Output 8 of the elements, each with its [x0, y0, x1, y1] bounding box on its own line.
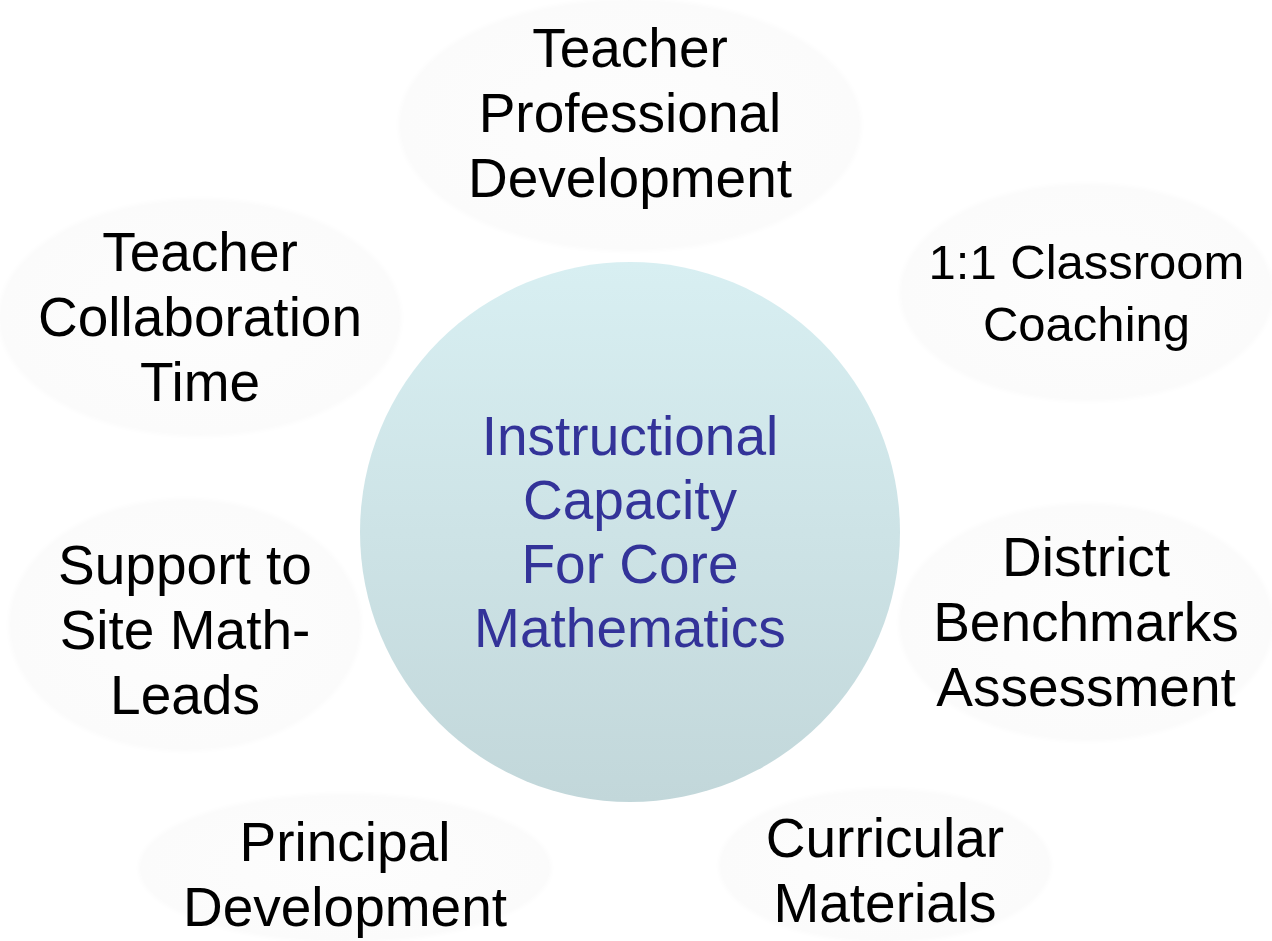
node-label: District Benchmarks Assessment	[932, 525, 1240, 720]
node-label: Principal Development	[181, 810, 509, 940]
node-label: Curricular Materials	[764, 805, 1006, 936]
node-label: Teacher Collaboration Time	[36, 220, 364, 415]
node-label: 1:1 Classroom Coaching	[927, 233, 1246, 353]
node-label: Teacher Professional Development	[466, 15, 794, 211]
node-label: Support to Site Math-Leads	[57, 532, 313, 728]
center-label: Instructional Capacity For Core Mathematics	[473, 404, 787, 660]
